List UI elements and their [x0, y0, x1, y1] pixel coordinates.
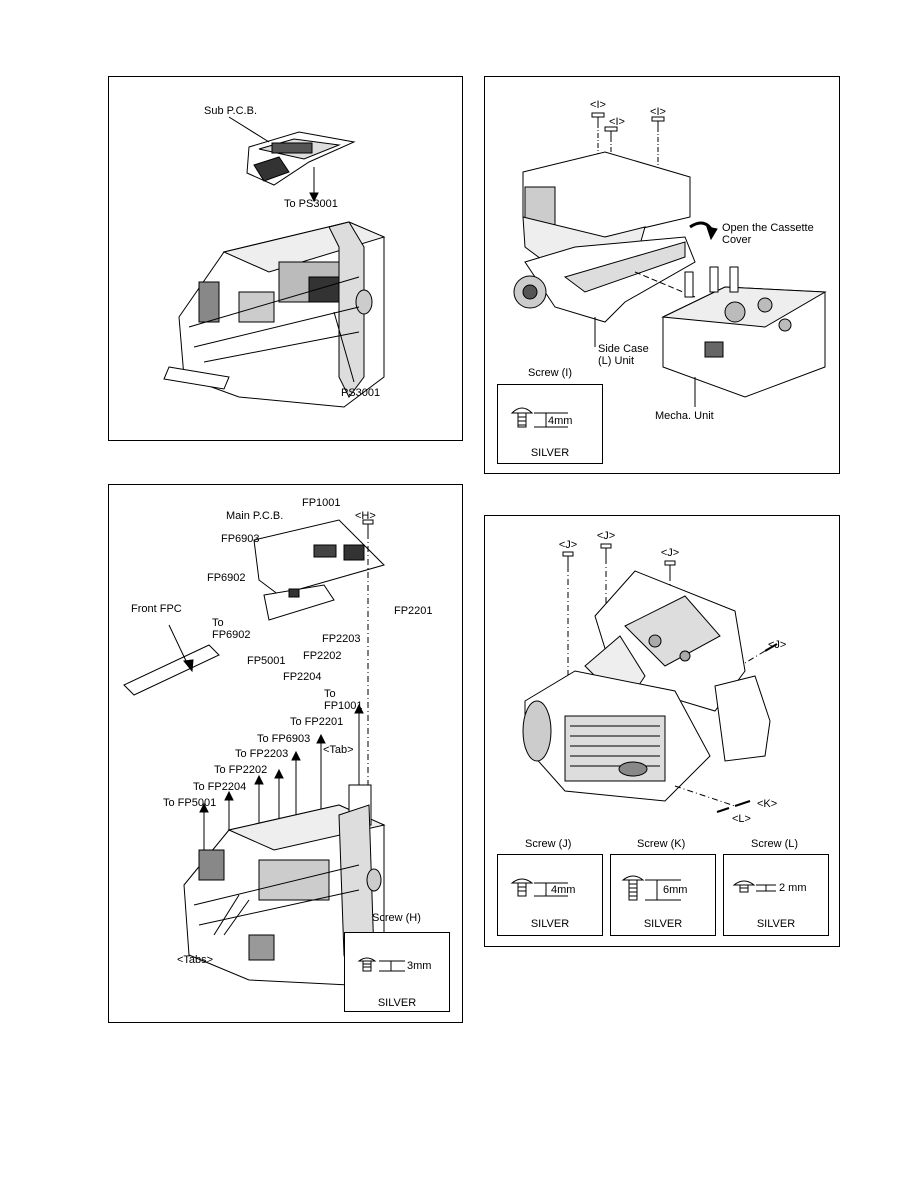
- to-fp6902-label: To FP6902: [212, 617, 251, 641]
- fp6902-label: FP6902: [207, 572, 246, 584]
- to-ps3001-label: To PS3001: [284, 198, 338, 210]
- fp2203-label: FP2203: [322, 633, 361, 645]
- screw-h-callout: <H>: [355, 510, 376, 522]
- ps3001-label: PS3001: [341, 387, 381, 399]
- fp2204-label: FP2204: [283, 671, 322, 683]
- screw-k-box: Screw (K) 6mm SILVER: [610, 838, 716, 936]
- screw-h-color: SILVER: [377, 997, 417, 1009]
- screw-j-label-2: <J>: [596, 530, 616, 542]
- mecha-unit-illustration: [513, 112, 827, 407]
- screw-j-icon: [510, 878, 568, 897]
- to-fp1001-label: To FP1001: [324, 688, 363, 712]
- to-fp2203-label: To FP2203: [235, 748, 289, 760]
- screw-i-label-1: <I>: [590, 99, 606, 111]
- screw-k-title: Screw (K): [637, 838, 686, 850]
- panel-sub-pcb-removal: Sub P.C.B. To PS3001 PS3001: [108, 76, 463, 441]
- screw-k-callout: <K>: [757, 798, 778, 810]
- to-fp6903-label: To FP6903: [257, 733, 311, 745]
- screw-i-label-3: <I>: [650, 106, 666, 118]
- frame-illustration: [522, 543, 778, 813]
- to-fp2201-label: To FP2201: [290, 716, 344, 728]
- screw-j-label-3: <J>: [660, 547, 680, 559]
- to-fp2204-label: To FP2204: [193, 781, 247, 793]
- screw-l-box: Screw (L) 2 mm SILVER: [723, 838, 829, 936]
- screw-k-color: SILVER: [643, 918, 683, 930]
- to-fp2202-label: To FP2202: [214, 764, 268, 776]
- open-cassette-cover-label: Open the Cassette Cover: [722, 222, 814, 246]
- screw-h-icon: [357, 957, 405, 972]
- screw-i-title: Screw (I): [528, 367, 572, 379]
- screw-k-size: 6mm: [663, 884, 688, 896]
- screw-i-size: 4mm: [548, 415, 573, 427]
- mecha-unit-label: Mecha. Unit: [655, 410, 714, 422]
- tabs-label: <Tabs>: [177, 954, 214, 966]
- screw-k-icon: [621, 875, 681, 901]
- screw-l-color: SILVER: [756, 918, 796, 930]
- fp5001-label: FP5001: [247, 655, 286, 667]
- screw-l-icon: [732, 880, 776, 893]
- screw-j-label-4: <J>: [768, 639, 787, 651]
- screw-h-title: Screw (H): [372, 912, 421, 924]
- screw-i-label-2: <I>: [609, 116, 625, 128]
- screw-j-size: 4mm: [551, 884, 576, 896]
- fp1001-label: FP1001: [302, 497, 341, 509]
- screw-i-icon: [510, 407, 568, 428]
- sub-pcb-illustration: [163, 116, 386, 408]
- main-pcb-label: Main P.C.B.: [226, 510, 284, 522]
- screw-i-color: SILVER: [530, 447, 570, 459]
- panel-frame-removal: <J> <J> <J> <J> <K> <L> Screw (J) 4mm SI…: [484, 515, 840, 947]
- screw-j-color: SILVER: [530, 918, 570, 930]
- screw-l-size: 2 mm: [779, 882, 807, 894]
- screw-j-label-1: <J>: [558, 539, 578, 551]
- screw-l-title: Screw (L): [751, 838, 799, 850]
- front-fpc-label: Front FPC: [131, 603, 182, 615]
- screw-l-callout: <L>: [732, 813, 751, 825]
- sub-pcb-label: Sub P.C.B.: [204, 105, 257, 117]
- tab-label: <Tab>: [323, 744, 354, 756]
- fp6903-label: FP6903: [221, 533, 260, 545]
- panel-main-pcb-removal: FP1001 <H> Main P.C.B. FP6903 FP6902 Fro…: [108, 484, 463, 1023]
- panel-mecha-unit-removal: <I> <I> <I> Open the Cassette Cover Side…: [484, 76, 840, 474]
- to-fp5001-label: To FP5001: [163, 797, 217, 809]
- fp2201-label: FP2201: [394, 605, 433, 617]
- side-case-label: Side Case (L) Unit: [598, 343, 649, 367]
- screw-h-size: 3mm: [407, 960, 432, 972]
- screw-i-box: Screw (I) 4mm SILVER: [497, 367, 603, 464]
- screw-j-title: Screw (J): [525, 838, 572, 850]
- screw-j-box: Screw (J) 4mm SILVER: [497, 838, 603, 936]
- screw-h-box: Screw (H) 3mm SILVER: [344, 912, 450, 1012]
- fp2202-label: FP2202: [303, 650, 342, 662]
